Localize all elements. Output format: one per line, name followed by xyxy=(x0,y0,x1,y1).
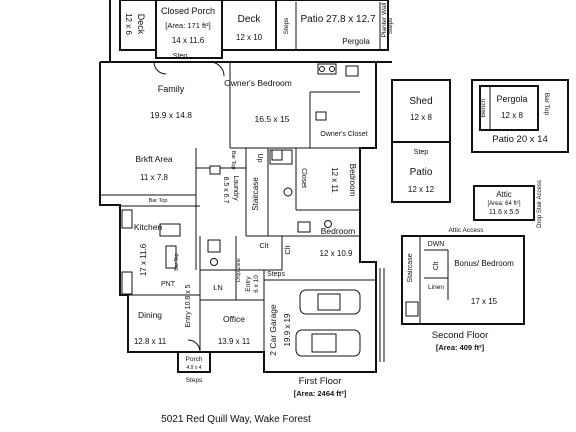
bedroom1-dims: 12 x 11 xyxy=(330,167,339,193)
brkft-name: Brkft Area xyxy=(135,154,173,164)
garage-dims: 19.9 x 19 xyxy=(283,313,292,346)
clt3-label: Clt xyxy=(433,262,440,271)
attic-outline xyxy=(473,185,535,221)
kitchen-name: Kitchen xyxy=(134,222,163,232)
attic-area: [Area: 64 ft²] xyxy=(487,201,520,207)
entry-name: Entry xyxy=(245,276,252,292)
office-dims: 13.9 x 11 xyxy=(218,337,251,346)
bonus-name: Bonus/ Bedroom xyxy=(454,259,514,268)
pnt: PNT xyxy=(161,281,176,288)
labels: Deck 12 x 6 Closed Porch [Area: 171 ft²]… xyxy=(124,2,550,425)
car-bottom xyxy=(295,329,361,357)
entry2-label: Entry 10.8 x 5 xyxy=(185,284,192,327)
family-name: Family xyxy=(158,84,185,94)
second-floor-outline xyxy=(401,235,525,325)
first-floor-title: First Floor xyxy=(299,376,342,387)
laundry-dims: 8.5 x 6.7 xyxy=(222,177,229,204)
steps-garage: Steps xyxy=(267,271,285,278)
first-floor-walls xyxy=(99,0,392,373)
step-porch: Step xyxy=(173,53,188,60)
laundry-name: Laundry xyxy=(232,175,239,201)
closed-porch-dims: 14 x 11.6 xyxy=(172,36,205,45)
family-dims: 19.9 x 14.8 xyxy=(150,110,192,120)
shed-name: Shed xyxy=(409,96,432,107)
car-top xyxy=(299,289,361,315)
brkft-dims: 11 x 7.8 xyxy=(140,173,168,182)
ln-label: LN xyxy=(213,283,223,292)
linen-label: Linen xyxy=(428,284,444,291)
patio-20-outline xyxy=(471,79,569,153)
deck-outline xyxy=(221,0,277,51)
up-label: Up xyxy=(256,154,263,163)
porch-dims: 4.9 x 4 xyxy=(186,365,201,371)
deck-left-dims: 12 x 6 xyxy=(124,13,133,35)
steps-top-b: Steps xyxy=(387,17,394,34)
second-floor-title: Second Floor xyxy=(432,330,489,341)
attic-dims: 11.6 x 5.5 xyxy=(489,209,519,216)
attic-name: Attic xyxy=(496,190,512,199)
patio-main-outline xyxy=(275,0,389,51)
porch-outline xyxy=(177,351,211,373)
closed-porch-name: Closed Porch xyxy=(161,6,215,16)
drop-zone-label: Drop Zone xyxy=(236,258,242,282)
bedroom2-name: Bedroom xyxy=(321,226,356,236)
dwn-label: DWN xyxy=(428,241,445,248)
fixtures xyxy=(121,63,361,357)
drop-stair-access: Drop Stair Access xyxy=(537,180,543,228)
pergola-bar-top: Bar Top xyxy=(543,93,550,116)
second-floor-area: [Area: 409 ft²] xyxy=(436,343,485,352)
planter-wall: Planter Wall xyxy=(381,2,388,37)
pergola-box-name: Pergola xyxy=(496,94,527,104)
shed-outline xyxy=(391,79,451,143)
garage-name: 2 Car Garage xyxy=(268,304,278,356)
address: 5021 Red Quill Way, Wake Forest xyxy=(161,414,311,425)
steps-porch: Steps xyxy=(186,377,203,384)
bedroom1-name: Bedroom xyxy=(348,164,357,197)
bar-top-a: Bar Top xyxy=(149,198,168,204)
shed-dims: 12 x 8 xyxy=(410,113,432,122)
bar-top-b: Bar Top xyxy=(230,151,236,170)
attic-access: Attic Access xyxy=(448,227,484,234)
entry-dims: 6 x 10 xyxy=(253,275,260,293)
kitchen-dims: 17 x 11.6 xyxy=(139,243,148,276)
outbuildings xyxy=(391,79,569,325)
steps-top-a: Steps xyxy=(283,17,290,34)
patio-small-dims: 12 x 12 xyxy=(408,185,435,194)
closet-label: Closet xyxy=(300,168,307,188)
clt-label: Clt xyxy=(259,241,269,250)
deck-name: Deck xyxy=(238,14,262,25)
owners-closet: Owner's Closet xyxy=(320,131,367,138)
staircase2-label: Staircase xyxy=(407,253,414,282)
pergola-box-outline xyxy=(479,85,539,131)
bench-label: Bench xyxy=(480,98,487,117)
first-floor-area: [Area: 2464 ft²] xyxy=(294,389,347,398)
patio-small-name: Patio xyxy=(410,167,433,178)
shed-step: Step xyxy=(414,149,429,156)
patio-main-name: Patio 27.8 x 12.7 xyxy=(300,14,375,25)
owners-bedroom-dims: 16.5 x 15 xyxy=(255,114,290,124)
bonus-dims: 17 x 15 xyxy=(471,297,498,306)
patio-small-outline xyxy=(391,141,451,203)
dining-dims: 12.8 x 11 xyxy=(134,337,167,346)
closed-porch-area: [Area: 171 ft²] xyxy=(165,21,210,30)
office-name: Office xyxy=(223,314,245,324)
patio-20: Patio 20 x 14 xyxy=(492,134,547,145)
pergola-box-dims: 12 x 8 xyxy=(501,111,523,120)
bedroom2-dims: 12 x 10.9 xyxy=(320,249,353,258)
pergola-top: Pergola xyxy=(342,37,370,46)
deck-dims: 12 x 10 xyxy=(236,33,263,42)
porch-name: Porch xyxy=(186,356,203,363)
staircase-label: Staircase xyxy=(251,177,260,211)
deck-left-name: Deck xyxy=(136,14,146,35)
owners-bedroom-name: Owner's Bedroom xyxy=(224,78,292,88)
bar-top-c: Bar Top xyxy=(174,253,180,270)
clt2-label: Clt xyxy=(283,245,292,255)
top-outdoor-band xyxy=(100,0,392,63)
dining-name: Dining xyxy=(138,310,162,320)
